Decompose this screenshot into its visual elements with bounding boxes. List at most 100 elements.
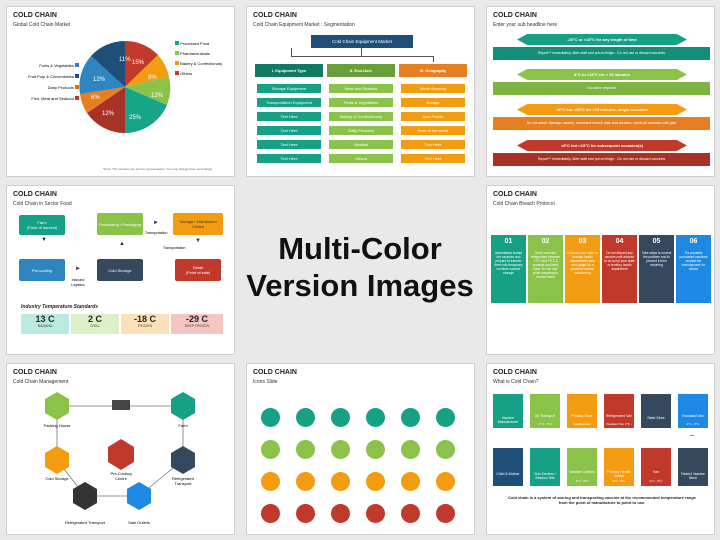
building-icon (401, 472, 420, 491)
van-icon (436, 408, 455, 427)
slide-thumbnail-segmentation[interactable]: COLD CHAIN Cold Chain Equipment Market :… (246, 6, 475, 177)
svg-text:25%: 25% (129, 115, 142, 121)
curved-arrow-icon: ⌣ (689, 430, 695, 440)
footer-text: Cold chain is a system of storing and tr… (508, 495, 696, 505)
list-item: Transportation Equipment (257, 98, 321, 107)
list-item: Others (329, 154, 393, 163)
main-heading: Multi-Color Version Images (240, 230, 480, 304)
flow-node-processing: Processing / Packaging (97, 213, 143, 235)
step-head: >8°C but <15°C for subsequent occasion(s… (517, 140, 687, 151)
slide-title: COLD CHAIN (493, 12, 537, 19)
link-label: Inbound Logistics (71, 278, 85, 287)
bus-icon (296, 472, 315, 491)
slide-thumbnail-global-market[interactable]: COLD CHAIN Global Cold Chain Market Frui… (6, 6, 235, 177)
svg-text:12%: 12% (151, 93, 164, 99)
factory-icon (261, 408, 280, 427)
node-label: Cold Storage (45, 476, 69, 481)
step-body: Report** immediately. Alert staff and pu… (493, 153, 710, 166)
node-label: Refrigerated Transport (64, 520, 106, 525)
slide-thumbnail-icons[interactable]: COLD CHAIN Icons Slide (246, 363, 475, 535)
slide-title: COLD CHAIN (13, 12, 57, 19)
slide-thumbnail-what-is-cold-chain[interactable]: COLD CHAIN What is Cold Chain? Vaccine M… (486, 363, 715, 535)
slide-subtitle: Icons Slide (253, 379, 278, 385)
root-node: Cold Chain Equipment Market (311, 35, 413, 48)
list-item: Storage Equipment (257, 84, 321, 93)
slide-subtitle: Global Cold Chain Market (13, 22, 71, 28)
store-icon (331, 472, 350, 491)
slide-thumbnail-temperature-steps[interactable]: COLD CHAIN Enter your sub headline here … (486, 6, 715, 177)
truck-icon (366, 408, 385, 427)
list-item: Text Here (401, 154, 465, 163)
slide-thumbnail-management[interactable]: COLD CHAIN Cold Chain Management Packing… (6, 363, 235, 535)
slide-title: COLD CHAIN (493, 191, 537, 198)
legend-item: Dairy Products (11, 85, 79, 96)
step-body: Do not admit. Manage vaccine, document b… (493, 117, 710, 130)
slide-title: COLD CHAIN (493, 369, 537, 376)
node-label: Packing House (43, 423, 71, 428)
main-heading-line2: Version Images (246, 268, 474, 303)
svg-text:6%: 6% (91, 95, 100, 101)
row2-step: District Vaccine Store (678, 448, 708, 486)
protocol-step: 03 Conduct your state or territory healt… (565, 235, 600, 303)
box-icon (296, 504, 315, 523)
market-pie-chart: 11% 15% 8% 12% 25% 12% 6% 12% (79, 41, 171, 134)
step-head: -20°C or >15°C for any length of time (517, 34, 687, 45)
person-icon (261, 440, 280, 459)
list-item: North America (401, 84, 465, 93)
svg-text:11%: 11% (119, 57, 131, 63)
snowflake-icon (366, 504, 385, 523)
flow-node-farm: Farm (Point of harvest) (19, 215, 65, 235)
slide-thumbnail-breach-protocol[interactable]: COLD CHAIN Cold Chain Breach Protocol 01… (486, 185, 715, 355)
slide-title: COLD CHAIN (13, 191, 57, 198)
right-legend: Processed Food Pharmaceuticals Bakery & … (175, 41, 234, 81)
svg-text:8%: 8% (148, 75, 157, 81)
van-icon (436, 472, 455, 491)
truck-icon (366, 472, 385, 491)
flow-node-retail: Retail (Point of sale) (175, 259, 221, 281)
list-item: Asia-Pacific (401, 112, 465, 121)
list-item: Text Here (257, 154, 321, 163)
slide-subtitle: Cold Chain Equipment Market : Segmentati… (253, 22, 355, 28)
legend-item: Fruit Pulp & Concentrates (11, 74, 79, 85)
building-icon (401, 408, 420, 427)
legend-item: Bakery & Confectionary (175, 61, 234, 71)
legend-item: Pharmaceuticals (175, 51, 234, 61)
slide-subtitle: Cold Chain in Sector Food (13, 201, 72, 207)
row1-step: Air Transport-2°C - 8°C (530, 394, 560, 428)
arrow-right-icon: ► (153, 220, 159, 226)
node-label: Sale Outlets (128, 520, 150, 525)
truck-icon (401, 440, 420, 459)
row1-step: State Store (641, 394, 671, 428)
protocol-step: 04 Do not discard any vaccine until advi… (602, 235, 637, 303)
slide-title: COLD CHAIN (13, 369, 57, 376)
protocol-step: 01 Immediately isolate the vaccines and … (491, 235, 526, 303)
list-item: Text Here (401, 140, 465, 149)
house-icon (436, 440, 455, 459)
gear-icon (261, 504, 280, 523)
arrow-up-icon: ▲ (119, 241, 125, 247)
protocol-step: 02 Keep vaccines refrigerated between +2… (528, 235, 563, 303)
protocol-step: 06 For privately purchased vaccines cont… (676, 235, 711, 303)
bottle-icon (331, 440, 350, 459)
row1-step: Vaccine Manufacturer (493, 394, 523, 428)
list-item: Text Here (257, 140, 321, 149)
arrow-down-icon: ▼ (195, 238, 201, 244)
step-head: >8°C but <15°C for >15 minutes, single o… (517, 104, 687, 115)
arrow-right-icon: ► (75, 266, 81, 272)
list-item: Text Here (257, 126, 321, 135)
protocol-step: 05 Take steps to correct the problem and… (639, 235, 674, 303)
legend-item: Fruits & Vegetables (11, 63, 79, 74)
node-label: Refrigerated Transport (171, 476, 194, 486)
legend-item: Others (175, 71, 234, 81)
column-head: II. End-User (327, 64, 395, 77)
slide-thumbnail-sector-food[interactable]: COLD CHAIN Cold Chain in Sector Food Far… (6, 185, 235, 355)
list-item: Europe (401, 98, 465, 107)
svg-text:12%: 12% (93, 77, 106, 83)
flow-node-distribution: Storage / Distribution Centre (173, 213, 223, 235)
